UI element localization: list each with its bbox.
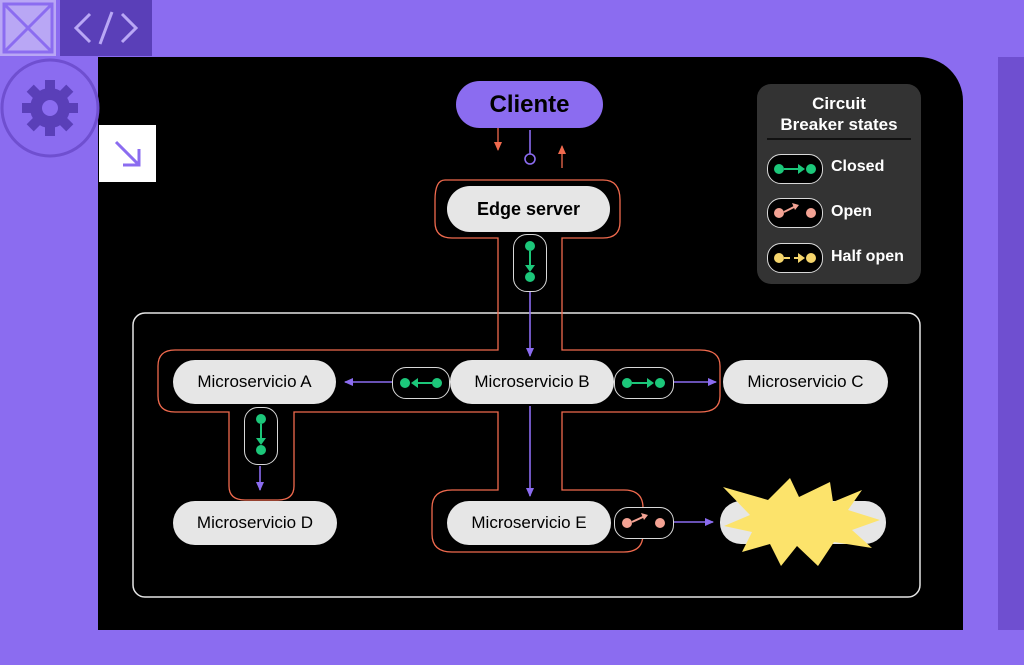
explosion-icon <box>723 478 880 566</box>
legend-title: Circuit Breaker states <box>780 94 898 134</box>
request-path-outline <box>157 128 721 553</box>
service-cluster-frame <box>132 312 921 598</box>
microservice-b-node[interactable]: Microservicio B <box>450 360 614 404</box>
image-placeholder-icon[interactable] <box>0 0 56 56</box>
circuit-breaker-closed-icon <box>513 234 547 292</box>
microservice-e-node[interactable]: Microservicio E <box>447 501 611 545</box>
edge-server-node[interactable]: Edge server <box>447 186 610 232</box>
legend-label-closed: Closed <box>831 158 885 175</box>
microservice-c-node[interactable]: Microservicio C <box>723 360 888 404</box>
circuit-breaker-closed-icon <box>614 367 674 399</box>
right-scrollbar[interactable] <box>998 57 1024 630</box>
code-icon[interactable] <box>60 0 152 56</box>
client-node[interactable]: Cliente <box>456 81 603 128</box>
legend-label-half-open: Half open <box>831 248 904 265</box>
legend-half-open-icon <box>767 243 823 273</box>
microservice-d-node[interactable]: Microservicio D <box>173 501 337 545</box>
circuit-breaker-closed-icon <box>244 407 278 465</box>
gear-icon[interactable] <box>0 58 100 158</box>
legend-divider <box>767 138 911 140</box>
circuit-breaker-closed-icon <box>392 367 450 399</box>
legend-label-open: Open <box>831 203 872 220</box>
legend-open-icon <box>767 198 823 228</box>
arrow-down-right-icon[interactable] <box>99 125 156 182</box>
request-arrows <box>256 130 717 526</box>
legend-closed-icon <box>767 154 823 184</box>
legend: Circuit Breaker states Closed Open Half … <box>757 84 921 284</box>
circuit-breaker-open-icon <box>614 507 674 539</box>
microservice-a-node[interactable]: Microservicio A <box>173 360 336 404</box>
